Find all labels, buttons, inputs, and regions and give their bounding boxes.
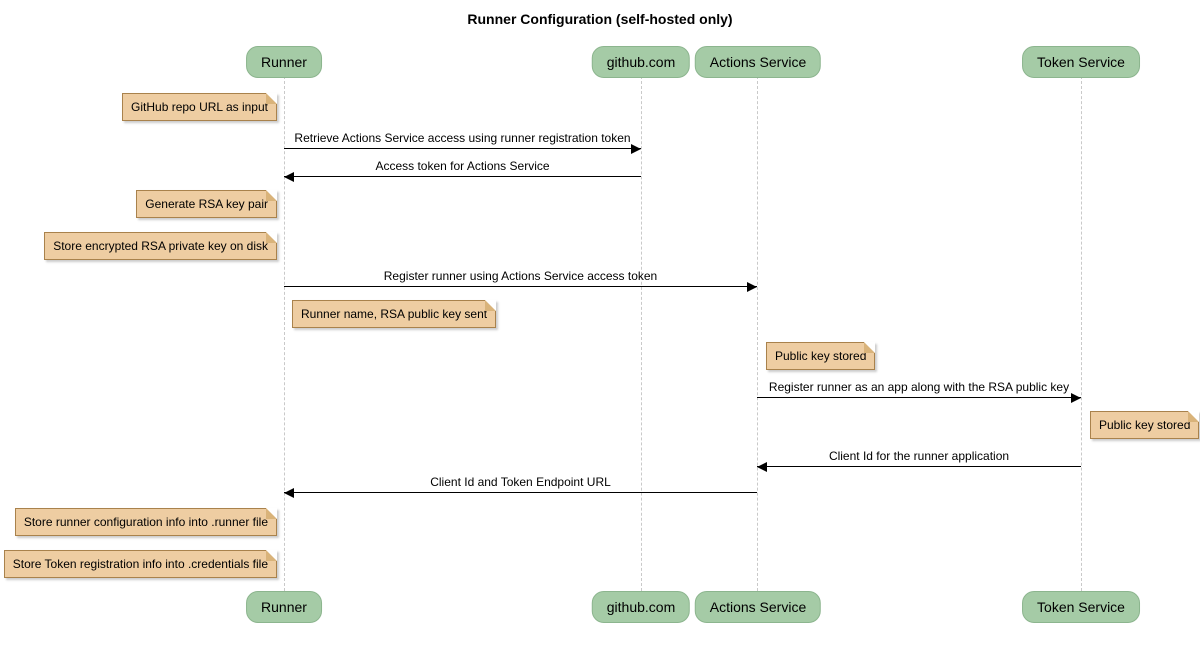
participant-runner-top: Runner	[246, 46, 322, 78]
message-register-app: Register runner as an app along with the…	[757, 380, 1081, 403]
arrowhead-right-icon	[1071, 393, 1081, 403]
note-store-credentials-file: Store Token registration info into .cred…	[3, 550, 278, 578]
arrow-line	[284, 144, 641, 154]
participant-github-bottom: github.com	[591, 591, 691, 623]
arrowhead-left-icon	[284, 488, 294, 498]
arrow-line	[284, 488, 757, 498]
diagram-title: Runner Configuration (self-hosted only)	[467, 11, 733, 27]
arrowhead-left-icon	[757, 462, 767, 472]
message-label: Register runner as an app along with the…	[768, 380, 1070, 394]
message-label: Client Id for the runner application	[828, 449, 1010, 463]
participant-runner-bottom: Runner	[246, 591, 322, 623]
lifeline-actions-service	[757, 76, 758, 591]
participant-actions-service-bottom: Actions Service	[694, 591, 822, 623]
note-runner-name-sent: Runner name, RSA public key sent	[292, 300, 497, 328]
note-public-key-stored-actions: Public key stored	[766, 342, 876, 370]
arrow-line	[757, 393, 1081, 403]
message-register-runner: Register runner using Actions Service ac…	[284, 269, 757, 292]
message-access-token: Access token for Actions Service	[284, 159, 641, 182]
arrow-line	[757, 462, 1081, 472]
message-label: Client Id and Token Endpoint URL	[430, 475, 611, 489]
participant-github-top: github.com	[591, 46, 691, 78]
note-public-key-stored-token: Public key stored	[1090, 411, 1200, 439]
arrowhead-right-icon	[631, 144, 641, 154]
message-client-id-endpoint: Client Id and Token Endpoint URL	[284, 475, 757, 498]
lifeline-github	[641, 76, 642, 591]
note-generate-rsa-key: Generate RSA key pair	[136, 190, 277, 218]
message-label: Retrieve Actions Service access using ru…	[294, 131, 631, 145]
message-label: Access token for Actions Service	[375, 159, 550, 173]
participant-token-service-top: Token Service	[1022, 46, 1140, 78]
note-store-runner-file: Store runner configuration info into .ru…	[14, 508, 278, 536]
participant-token-service-bottom: Token Service	[1022, 591, 1140, 623]
lifeline-runner	[284, 76, 285, 591]
note-store-private-key: Store encrypted RSA private key on disk	[44, 232, 277, 260]
participant-actions-service-top: Actions Service	[694, 46, 822, 78]
arrowhead-left-icon	[284, 172, 294, 182]
message-label: Register runner using Actions Service ac…	[383, 269, 658, 283]
lifeline-token-service	[1081, 76, 1082, 591]
note-github-repo-url: GitHub repo URL as input	[122, 93, 277, 121]
arrow-line	[284, 282, 757, 292]
arrow-line	[284, 172, 641, 182]
message-client-id: Client Id for the runner application	[757, 449, 1081, 472]
arrowhead-right-icon	[747, 282, 757, 292]
message-retrieve-actions-access: Retrieve Actions Service access using ru…	[284, 131, 641, 154]
